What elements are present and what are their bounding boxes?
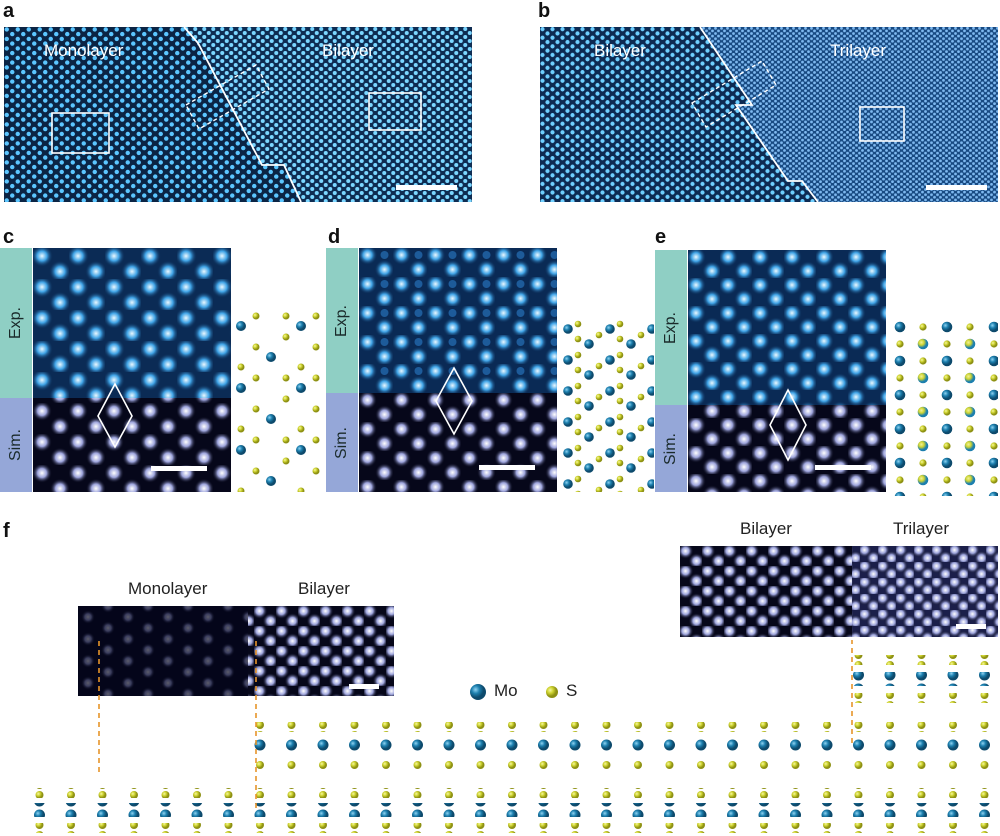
panel-f-sim-image-left xyxy=(78,606,394,696)
panel-f-bilayer-header-right: Bilayer xyxy=(740,519,792,538)
panel-f-layer-stack xyxy=(0,640,1000,836)
panel-letter-a: a xyxy=(3,0,15,22)
panel-d-exp-tag: Exp. xyxy=(326,248,358,393)
panel-f-legend: Mo S xyxy=(468,680,608,704)
panel-a-bilayer-label: Bilayer xyxy=(322,41,374,60)
panel-b-trilayer-label: Trilayer xyxy=(830,41,887,60)
panel-e-sim-tag: Sim. xyxy=(655,405,687,492)
s-legend-icon xyxy=(546,686,558,698)
panel-e-exp-tag: Exp. xyxy=(655,250,687,405)
panel-letter-c: c xyxy=(3,226,15,248)
panel-a-monolayer-label: Monolayer xyxy=(44,41,124,60)
panel-c-sim-label: Sim. xyxy=(7,429,24,461)
panel-letter-d: d xyxy=(328,226,341,248)
panel-e-model-svg xyxy=(892,320,998,496)
panel-f-right-svg xyxy=(680,546,998,637)
panel-letter-b: b xyxy=(538,0,551,22)
mo-legend-label: Mo xyxy=(494,681,518,700)
panel-d-image xyxy=(359,248,557,492)
panel-f-stack-svg xyxy=(20,640,1000,833)
panel-a-stem-image xyxy=(4,27,472,202)
panel-f-trilayer-header: Trilayer xyxy=(893,519,950,538)
panel-e-svg xyxy=(688,250,886,492)
mo-legend-icon xyxy=(470,684,486,700)
panel-d-model-svg xyxy=(562,320,654,492)
panel-c-model-svg xyxy=(233,312,323,492)
panel-f-bilayer-header: Bilayer xyxy=(298,579,350,598)
panel-a-svg xyxy=(4,27,472,202)
panel-c-svg xyxy=(33,248,231,492)
panel-d-sim-tag: Sim. xyxy=(326,393,358,492)
panel-e-atomic-model xyxy=(892,320,998,496)
panel-c-sim-tag: Sim. xyxy=(0,398,32,492)
panel-b-svg xyxy=(540,27,998,202)
panel-letter-f: f xyxy=(3,520,10,542)
panel-d-svg xyxy=(359,248,557,492)
panel-c-image xyxy=(33,248,231,492)
panel-letter-e: e xyxy=(655,226,667,248)
panel-b-stem-image xyxy=(540,27,998,202)
panel-b-bilayer-label: Bilayer xyxy=(594,41,646,60)
panel-d-exp-label: Exp. xyxy=(333,304,351,337)
panel-e-sim-label: Sim. xyxy=(662,432,679,465)
panel-f-monolayer-header: Monolayer xyxy=(128,579,208,598)
s-legend-label: S xyxy=(566,681,578,700)
panel-d-atomic-model xyxy=(562,320,654,492)
panel-f-sim-image-right xyxy=(680,546,998,637)
panel-c-exp-tag: Exp. xyxy=(0,248,32,398)
panel-d-sim-label: Sim. xyxy=(333,426,350,459)
panel-e-image xyxy=(688,250,886,492)
panel-f-left-svg xyxy=(78,606,394,696)
panel-c-exp-label: Exp. xyxy=(7,306,25,340)
panel-e-exp-label: Exp. xyxy=(662,311,680,344)
panel-c-atomic-model xyxy=(233,312,323,492)
